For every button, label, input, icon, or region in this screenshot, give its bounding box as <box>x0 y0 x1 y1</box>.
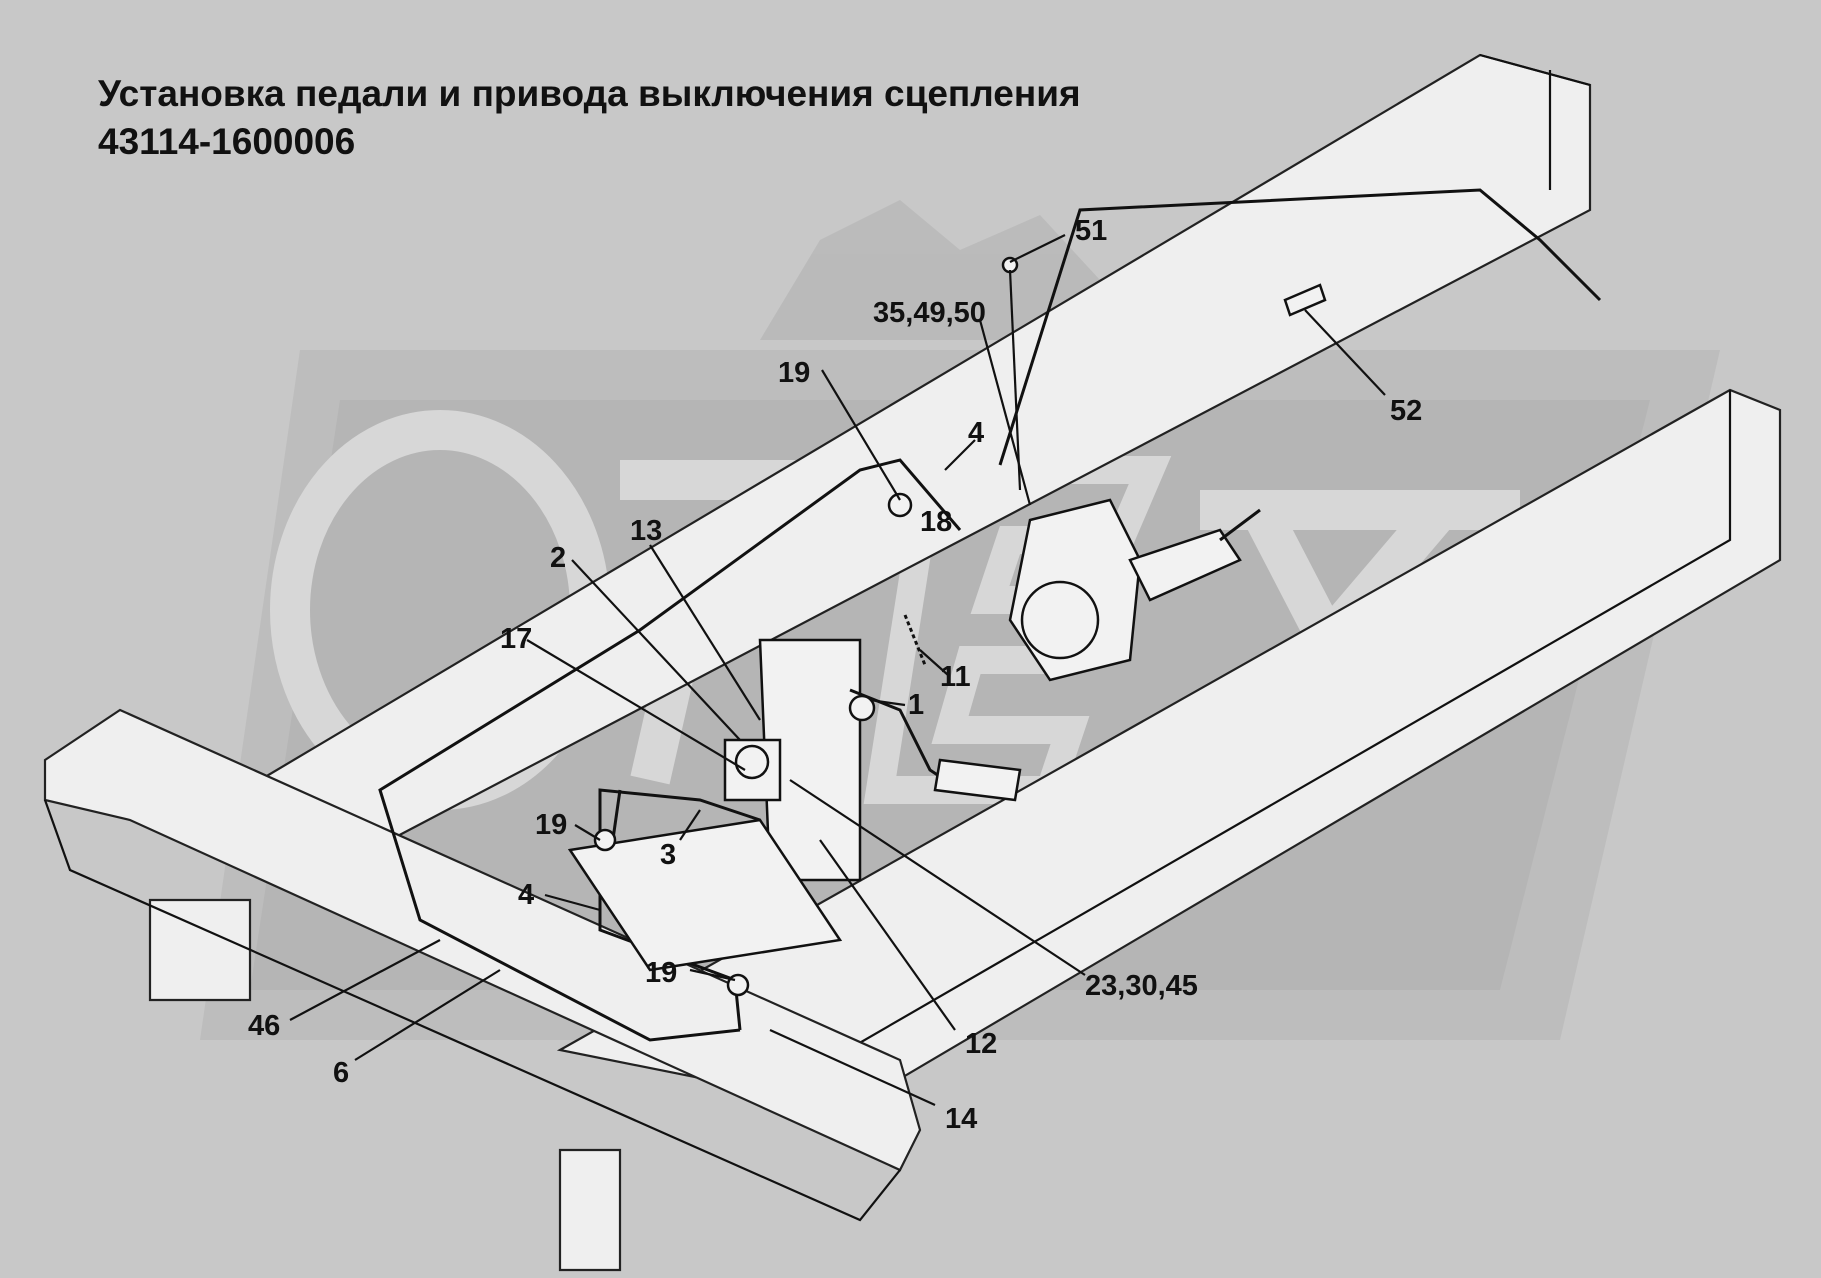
callout-52: 52 <box>1390 395 1422 427</box>
pedal-mount-base <box>567 818 843 972</box>
pipe-6 <box>378 458 962 1042</box>
callout-19-bottom: 19 <box>645 957 677 989</box>
booster-cylinder <box>1128 528 1242 602</box>
callout-14: 14 <box>945 1103 977 1135</box>
pipe-to-booster-rear <box>998 188 1602 466</box>
leader-19a <box>821 369 901 501</box>
callout-11: 11 <box>940 661 971 693</box>
callout-13: 13 <box>630 515 662 547</box>
clutch-booster <box>1001 256 1327 682</box>
fitting-19-lower-left <box>593 828 617 852</box>
leader-23 <box>789 779 1086 976</box>
callouts: 51 35,49,50 52 19 4 18 13 2 17 11 1 19 3… <box>248 215 1422 1135</box>
callout-2: 2 <box>550 542 566 574</box>
booster-rod <box>1219 508 1261 542</box>
leader-3 <box>679 809 701 841</box>
pedal-pivot-bushing <box>848 694 876 722</box>
cross-member-web-left <box>148 898 252 1002</box>
callout-1: 1 <box>908 689 924 721</box>
callout-18: 18 <box>920 506 952 538</box>
leader-6 <box>354 969 501 1061</box>
callout-19-left: 19 <box>535 809 567 841</box>
leader-4a <box>944 439 976 471</box>
leader-13 <box>649 544 761 721</box>
callout-6: 6 <box>333 1057 349 1089</box>
callout-3: 3 <box>660 839 676 871</box>
leader-46 <box>289 939 441 1021</box>
cross-member-bottom-edge <box>43 799 901 1222</box>
frame-rail-lower-edges <box>829 390 1732 1061</box>
title-line-2: 43114-1600006 <box>98 121 356 162</box>
fitting-19-upper <box>887 492 913 518</box>
booster-housing <box>1020 580 1100 660</box>
callout-35-49-50: 35,49,50 <box>873 297 986 329</box>
title-line-1: Установка педали и привода выключения сц… <box>98 73 1081 114</box>
fitting-52 <box>1283 283 1327 317</box>
callout-46: 46 <box>248 1010 280 1042</box>
leader-14 <box>769 1028 936 1107</box>
cross-member <box>43 708 922 1272</box>
return-spring <box>903 614 927 666</box>
callout-17: 17 <box>500 623 532 655</box>
leader-35 <box>978 319 1032 506</box>
callout-12: 12 <box>965 1028 997 1060</box>
callout-4-lower: 4 <box>518 879 534 911</box>
leader-11 <box>919 649 949 676</box>
leader-52 <box>1304 309 1386 396</box>
leader-1 <box>869 698 906 707</box>
callout-51: 51 <box>1075 215 1107 247</box>
leader-51 <box>1009 234 1066 263</box>
pedal-pad <box>933 758 1022 802</box>
cross-member-top <box>43 708 922 1172</box>
diagram-title: Установка педали и привода выключения сц… <box>98 70 1081 166</box>
leader-17 <box>526 639 746 771</box>
leader-2 <box>571 559 741 741</box>
callout-4-upper: 4 <box>968 417 984 449</box>
master-cylinder-reservoir <box>734 744 770 780</box>
leader-lines <box>289 234 1386 1107</box>
callout-19-upper: 19 <box>778 357 810 389</box>
cross-member-web-right <box>558 1148 622 1272</box>
leader-35b <box>1008 269 1022 491</box>
leader-19c <box>689 968 736 982</box>
callout-23-30-45: 23,30,45 <box>1085 970 1198 1002</box>
leader-4b <box>544 893 601 912</box>
leader-19b <box>574 824 601 841</box>
pedal-bracket <box>567 492 1022 997</box>
leader-12 <box>819 839 956 1031</box>
